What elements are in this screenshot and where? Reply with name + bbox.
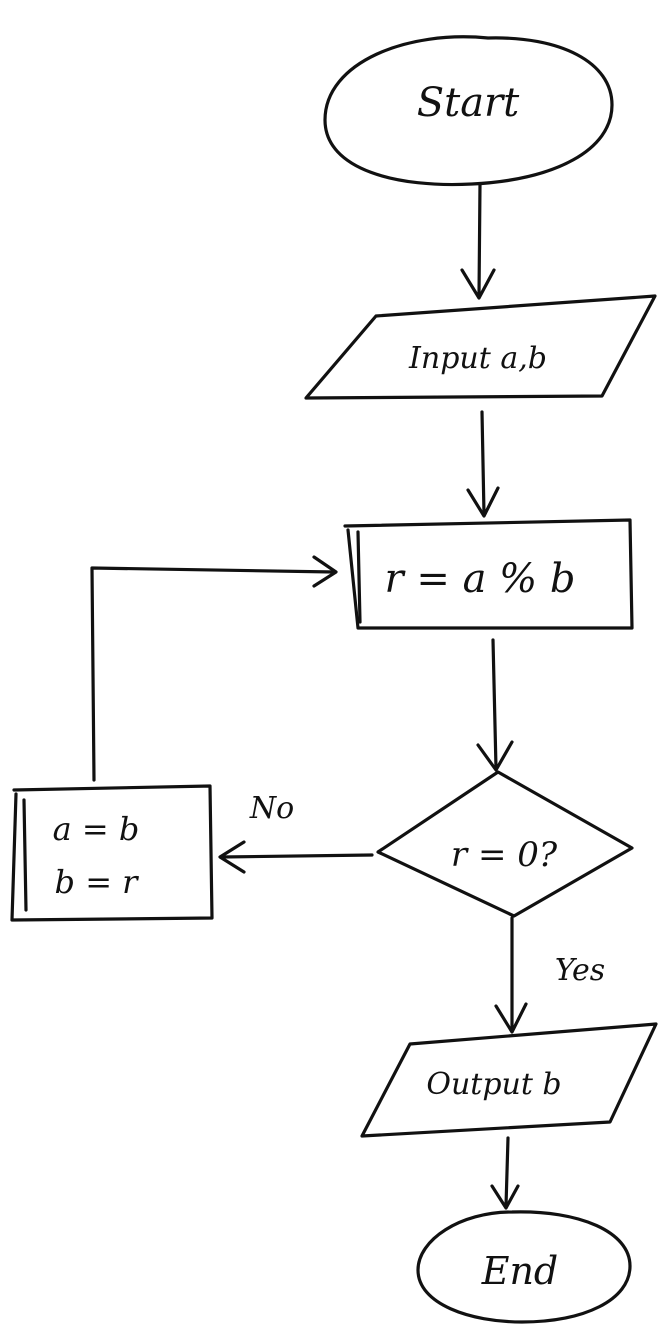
- end-label: End: [481, 1249, 559, 1293]
- start-label: Start: [417, 80, 520, 126]
- arrow-output-to-end: [490, 1136, 520, 1210]
- arrow-start-to-input: [460, 182, 496, 300]
- swap-line1: a = b: [53, 810, 140, 848]
- decision-label: r = 0?: [451, 835, 558, 875]
- swap-node: a = b b = r: [10, 784, 214, 922]
- decision-node: r = 0?: [376, 770, 634, 918]
- compute-label: r = a % b: [385, 556, 576, 602]
- output-label: Output b: [426, 1067, 561, 1102]
- swap-line2: b = r: [55, 863, 140, 901]
- end-node: End: [416, 1210, 632, 1324]
- arrow-decision-to-output: Yes: [494, 916, 605, 1034]
- arrow-input-to-compute: [466, 410, 500, 518]
- arrow-swap-to-compute: [90, 555, 338, 782]
- yes-label: Yes: [555, 953, 605, 988]
- no-label: No: [249, 791, 294, 826]
- arrow-compute-to-decision: [476, 638, 514, 772]
- input-label: Input a,b: [408, 341, 547, 376]
- arrow-decision-to-swap: No: [218, 791, 374, 874]
- input-node: Input a,b: [304, 294, 657, 400]
- start-node: Start: [323, 35, 614, 187]
- output-node: Output b: [360, 1022, 658, 1138]
- compute-node: r = a % b: [343, 518, 634, 630]
